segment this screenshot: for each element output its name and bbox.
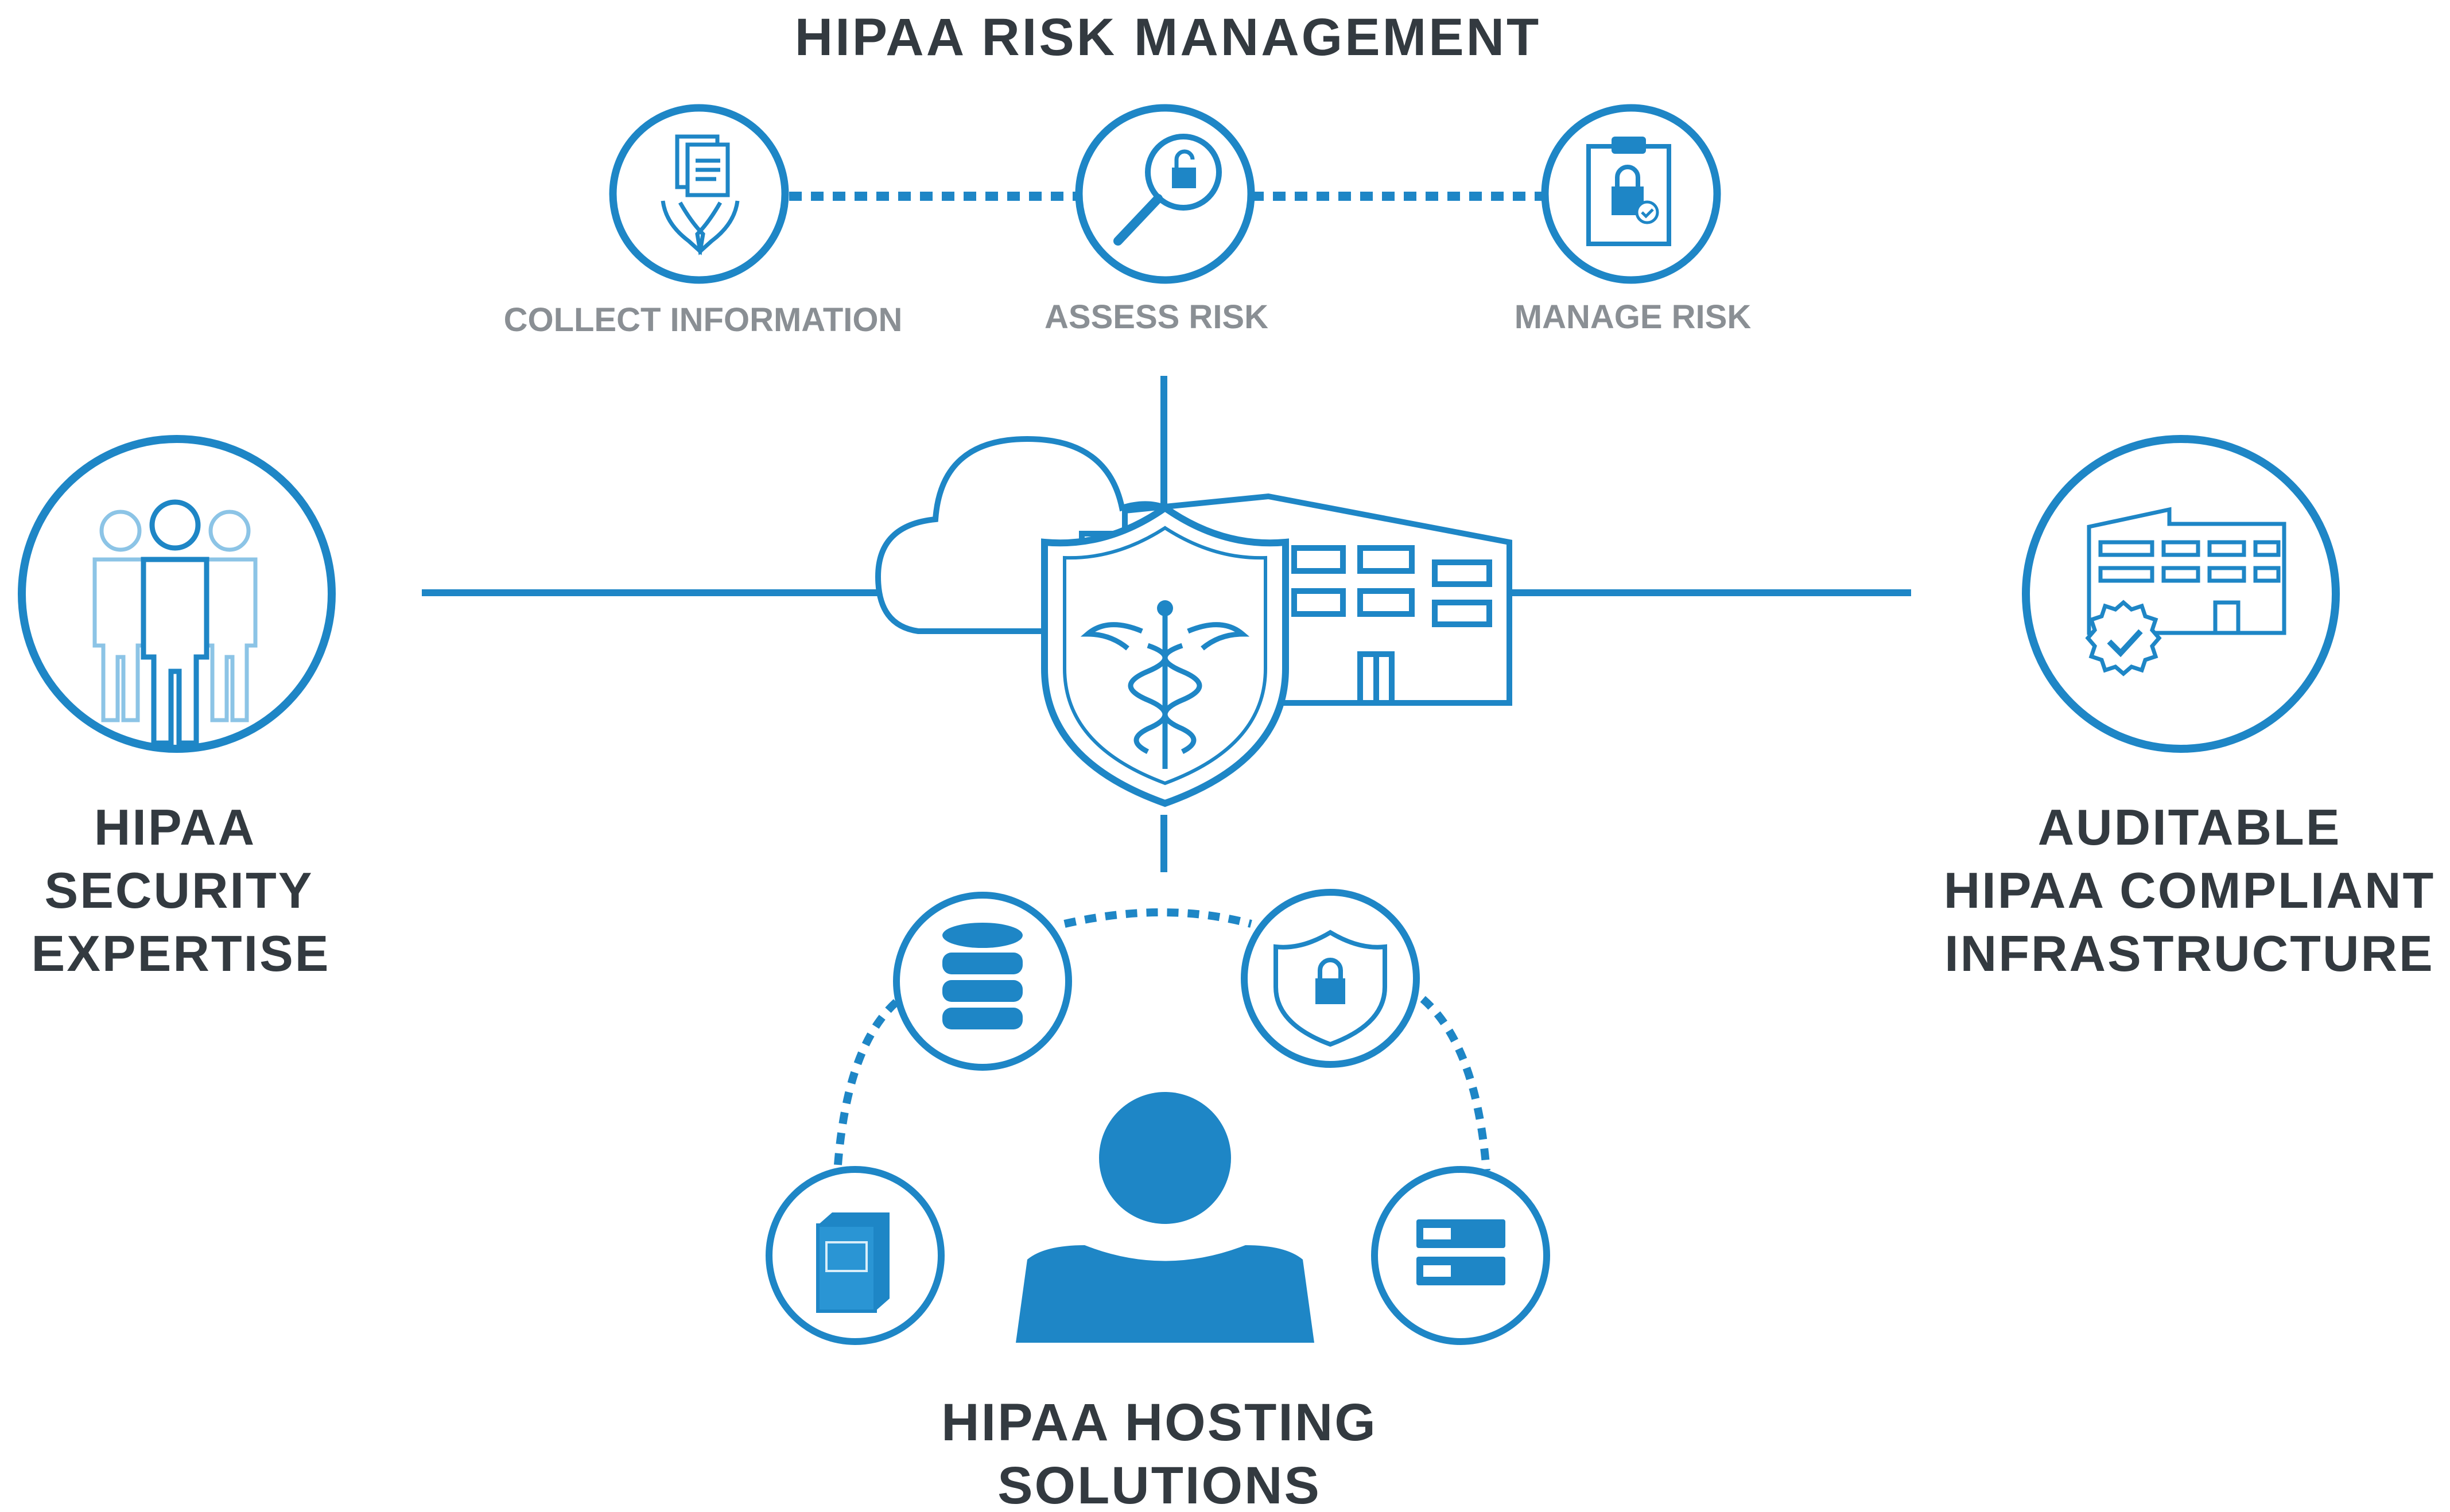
shield-lock-icon [1273,930,1387,1047]
step-label-assess: ASSESS RISK [1045,298,1268,336]
left-label-line3: EXPERTISE [32,925,331,982]
server-icon [816,1212,890,1313]
step-collect-information [609,104,789,284]
user-silhouette-icon [1016,1092,1314,1343]
database-node [893,892,1072,1071]
magnifier-lock-icon [1113,134,1222,246]
server-rack-node [1371,1166,1550,1345]
server-rack-icon [1416,1219,1505,1285]
database-icon [942,923,1023,1029]
left-label-line2: SECURITY [45,862,314,919]
security-expertise-node [18,435,336,753]
people-group-icon [92,499,258,746]
step-assess-risk [1075,104,1255,284]
cloud-icon [875,436,1202,634]
server-node [766,1166,945,1345]
right-label-line3: INFRASTRUCTURE [1944,925,2435,982]
hands-documents-icon [661,134,740,255]
step-label-manage: MANAGE RISK [1515,298,1752,336]
certified-building-icon [2085,507,2286,677]
step-label-collect: COLLECT INFORMATION [504,301,903,339]
step-manage-risk [1541,104,1721,284]
left-label-line1: HIPAA [94,799,256,856]
bottom-dotted-arc [834,908,1490,1171]
right-label-line1: AUDITABLE [2038,799,2342,856]
bottom-label-line1: HIPAA HOSTING [941,1393,1377,1452]
caduceus-shield-icon [1041,503,1289,807]
shield-lock-node [1241,889,1420,1068]
center-cluster [875,436,1512,807]
risk-management-title: HIPAA RISK MANAGEMENT [795,8,1541,67]
compliant-infrastructure-node [2022,435,2340,753]
clipboard-lock-icon [1586,137,1671,246]
bottom-label-line2: SOLUTIONS [997,1456,1321,1512]
right-label-line2: HIPAA COMPLIANT [1944,862,2436,919]
